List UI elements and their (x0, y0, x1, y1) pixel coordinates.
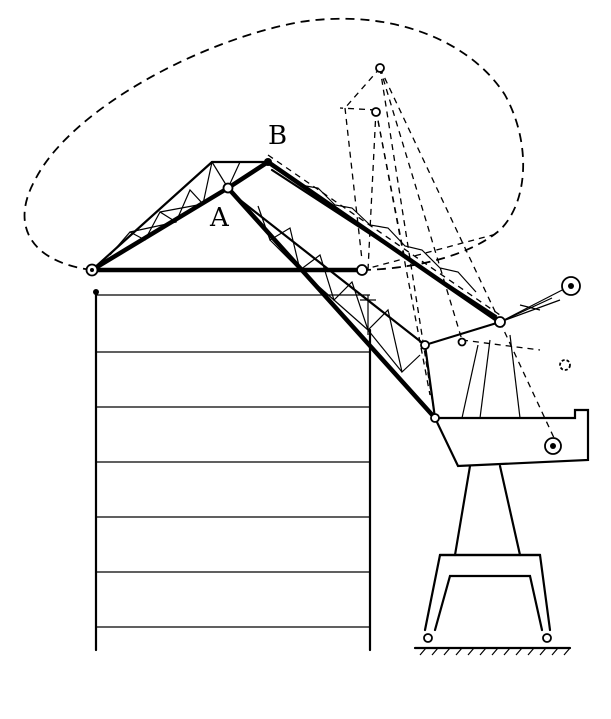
tip-strut (423, 320, 502, 347)
swing-envelope-dashed (23, 17, 525, 271)
ground-rail (413, 633, 572, 656)
link-ab (225, 159, 271, 191)
building-pivot (93, 289, 99, 295)
main-boom (265, 154, 503, 325)
strut-pin (420, 340, 430, 350)
joints (85, 158, 506, 423)
base-pin (430, 413, 440, 423)
joint-b-pin (264, 158, 272, 166)
joint-a-pin (222, 182, 234, 194)
left-truss (89, 160, 270, 273)
wheel-left (423, 633, 433, 643)
machine-house (433, 408, 590, 468)
dashed-tie (361, 232, 501, 271)
tie-end-pin (356, 264, 368, 276)
label-a: A (209, 203, 230, 233)
portal-tower (423, 334, 552, 632)
wheel-right (542, 633, 552, 643)
boom-tip-pin (494, 316, 506, 328)
alternate-position-dashed (339, 63, 571, 441)
tip-extension (499, 285, 571, 323)
label-b: B (268, 121, 287, 151)
building (93, 289, 372, 652)
